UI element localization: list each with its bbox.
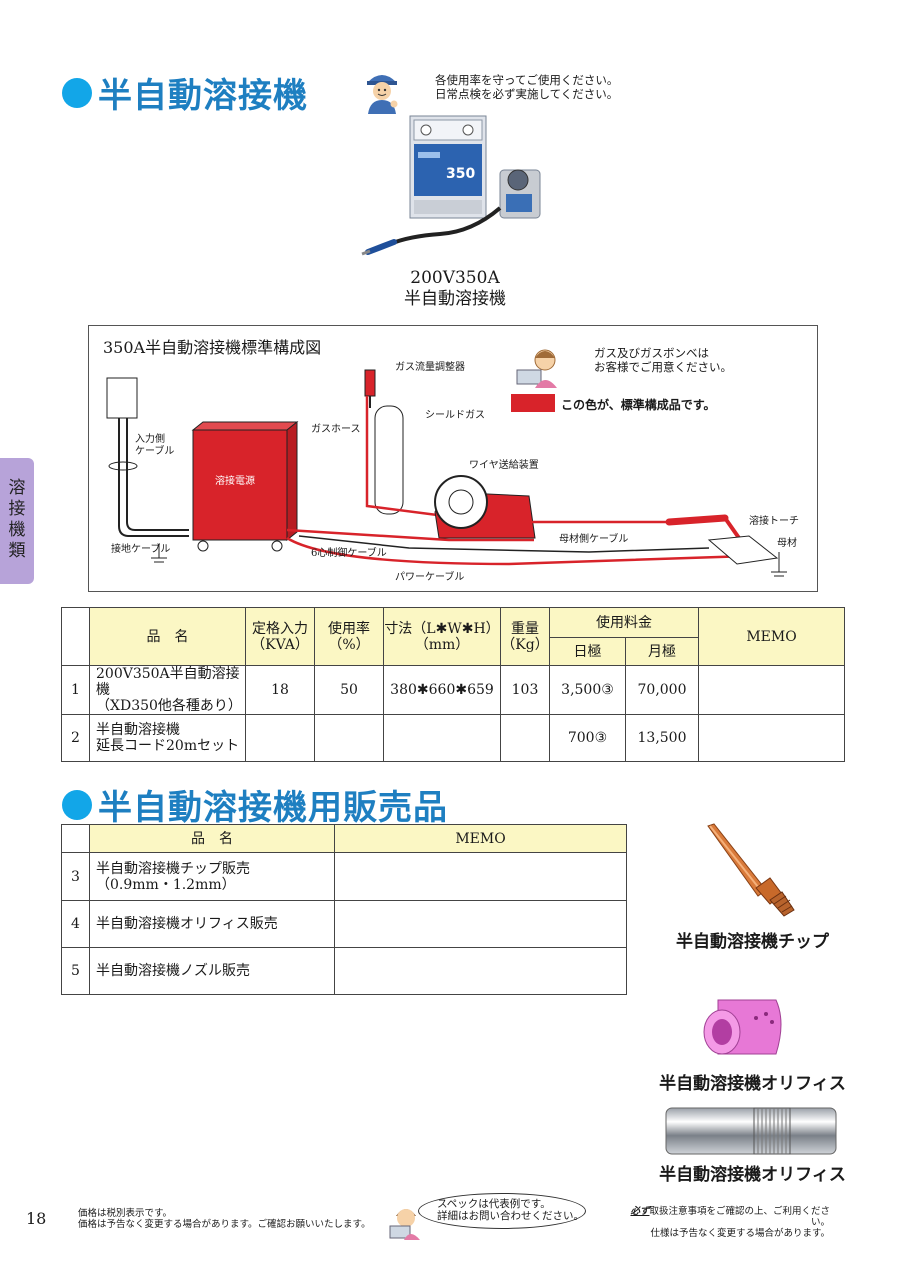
label-torch: 溶接トーチ [749,516,799,527]
header-rated-input: 定格入力 （KVA） [245,607,315,666]
operator-mascot-icon [389,1209,420,1240]
footer-caution-note: 必ず取扱注意事項をご確認の上、ご利用ください。 仕様は予告なく変更する場合があり… [630,1206,830,1239]
header-memo: MEMO [334,824,627,853]
label-wire-feeder: ワイヤ送給装置 [469,460,539,471]
welding-machine-image: 350 [361,115,541,256]
label-base-material: 母材 [777,538,797,549]
table-row: 5 半自動溶接機ノズル販売 [61,947,627,995]
header-weight: 重量 （Kg） [500,607,550,666]
header-monthly: 月極 [625,637,699,666]
sales-table: 品 名 MEMO 3 半自動溶接機チップ販売 （0.9mm・1.2mm） 4 半… [61,824,627,995]
machine-caption: 200V350A 半自動溶接機 [404,268,506,309]
page-number: 18 [26,1209,47,1228]
diagram-title: 350A半自動溶接機標準構成図 [103,338,322,357]
bullet-icon [62,789,92,820]
label-ground-cable: 接地ケーブル [111,544,171,555]
orifice-pink-image [703,999,782,1055]
header-name: 品 名 [89,607,246,666]
section-title-sales: 半自動溶接機用販売品 [62,780,448,829]
label-input-cable: 入力側 ケーブル [135,434,175,457]
label-welding-power: 溶接電源 [215,476,255,487]
label-gas-regulator: ガス流量調整器 [395,362,465,373]
label-shield-gas: シールドガス [425,410,485,421]
machine-model-label: 350 [446,166,475,182]
header-duty: 使用率 （%） [314,607,384,666]
diagram-gas-note: ガス及びガスボンベは お客様でご用意ください。 [594,346,732,374]
side-tab-welders: 溶 接 機 類 [0,458,34,584]
diagram-drawing [106,349,787,577]
header-dims: 寸法（L✱W✱H） （mm） [383,607,501,666]
header-fee: 使用料金 [549,607,699,638]
product-caption-orifice-2: 半自動溶接機オリフィス [659,1165,846,1185]
table-row: 3 半自動溶接機チップ販売 （0.9mm・1.2mm） [61,852,627,901]
header-daily: 日極 [549,637,626,666]
bullet-icon [62,77,92,108]
label-power-cable: パワーケーブル [395,572,465,583]
configuration-diagram: 350A半自動溶接機標準構成図 [88,325,818,592]
orifice-chrome-image [665,1107,837,1155]
footer-speech-bubble: スペックは代表例です。 詳細はお問い合わせください。 [418,1193,586,1229]
product-caption-tip: 半自動溶接機チップ [676,932,829,952]
section-title-welder: 半自動溶接機 [62,68,308,117]
table-row: 1 200V350A半自動溶接機 （XD350他各種あり） 18 50 380✱… [61,665,845,715]
table-row: 2 半自動溶接機 延長コード20mセット 700③ 13,500 [61,714,845,762]
footer-price-note: 価格は税別表示です。 価格は予告なく変更する場合があります。ご確認お願いいたしま… [78,1208,371,1230]
rental-table: 品 名 定格入力 （KVA） 使用率 （%） 寸法（L✱W✱H） （mm） 重量… [61,607,845,762]
diagram-legend: この色が、標準構成品です。 [561,398,716,412]
label-gas-hose: ガスホース [311,424,361,435]
table-row: 4 半自動溶接機オリフィス販売 [61,900,627,948]
header-name: 品 名 [89,824,335,853]
label-base-cable: 母材側ケーブル [559,534,629,545]
product-caption-orifice-1: 半自動溶接機オリフィス [659,1074,846,1094]
worker-mascot-icon [367,75,398,114]
contact-tip-image [707,823,795,917]
header-memo: MEMO [698,607,845,666]
label-control-cable: 6心制御ケーブル [311,548,387,559]
usage-advice: 各使用率を守ってご使用ください。 日常点検を必ず実施してください。 [435,73,619,101]
